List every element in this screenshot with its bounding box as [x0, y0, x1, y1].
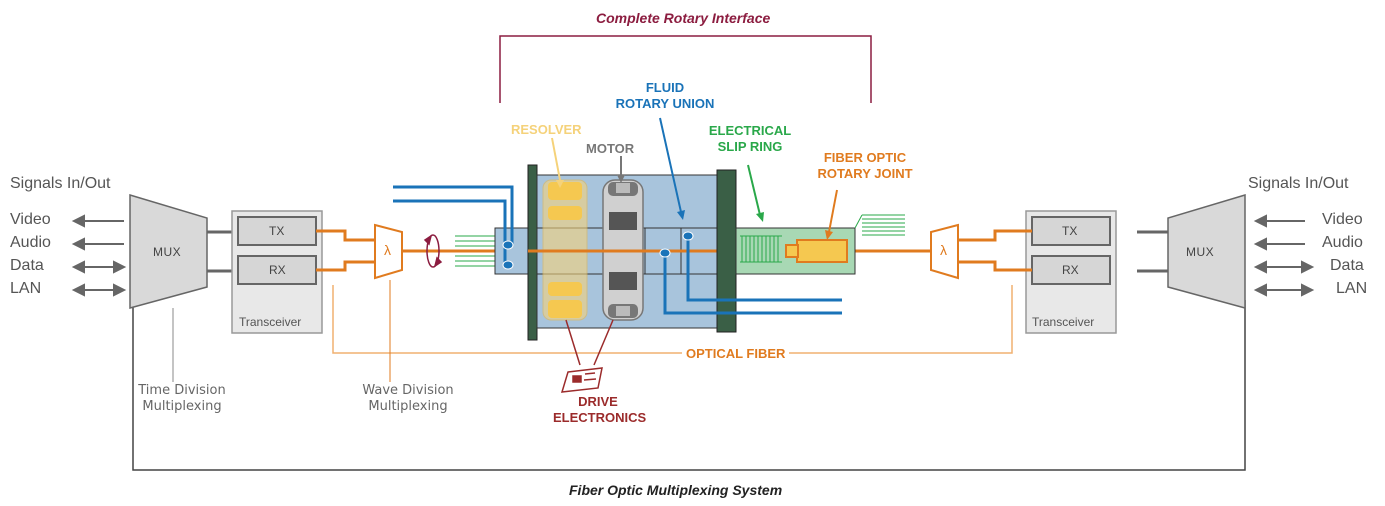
fiber-joint-body	[796, 239, 848, 263]
system-bracket	[132, 300, 1246, 471]
mux-right	[1167, 193, 1246, 309]
slip-wires-right	[854, 214, 905, 236]
wdm-left	[374, 223, 403, 280]
rx-label-right: RX	[1062, 263, 1079, 277]
wdm-symbol-right: λ	[940, 242, 947, 258]
mux-label-right: MUX	[1186, 245, 1215, 259]
signal-lan-right: LAN	[1336, 280, 1368, 297]
mux-label-left: MUX	[153, 245, 182, 259]
right-flange	[716, 169, 737, 333]
signal-arrows-left	[71, 214, 127, 297]
top-title: Complete Rotary Interface	[596, 10, 771, 26]
signals-title-left: Signals In/Out	[10, 175, 111, 192]
optical-fiber-line	[332, 285, 1013, 354]
rx-label-left: RX	[269, 263, 286, 277]
signal-video-left: Video	[10, 211, 51, 228]
signal-data-right: Data	[1330, 257, 1364, 274]
signal-video-right: Video	[1322, 211, 1363, 228]
bottom-title: Fiber Optic Multiplexing System	[569, 482, 783, 498]
signal-arrows-right	[1253, 214, 1315, 297]
wdm-symbol-left: λ	[384, 242, 391, 258]
tx-box-right	[1031, 216, 1111, 246]
fiber-right-links	[958, 229, 1032, 272]
wdm-right	[930, 223, 959, 280]
rotary-interface-bracket	[499, 35, 872, 103]
tx-label-left: TX	[269, 224, 285, 238]
signal-lan-left: LAN	[10, 280, 42, 297]
mux-left	[129, 193, 208, 309]
motor-label: MOTOR	[586, 141, 635, 156]
fiber-left-links	[316, 229, 375, 272]
signals-title-right: Signals In/Out	[1248, 175, 1349, 192]
tx-label-right: TX	[1062, 224, 1078, 238]
signal-audio-right: Audio	[1322, 234, 1363, 251]
rotation-icon	[423, 234, 443, 268]
transceiver-label-left: Transceiver	[239, 315, 302, 329]
signal-data-left: Data	[10, 257, 44, 274]
optical-fiber-label: OPTICAL FIBER	[682, 346, 790, 362]
transceiver-label-right: Transceiver	[1032, 315, 1095, 329]
signal-audio-left: Audio	[10, 234, 51, 251]
slip-ring-wires	[740, 235, 782, 263]
resolver-label: RESOLVER	[511, 122, 582, 137]
slip-wires-left	[455, 235, 495, 267]
drive-electronics-icon	[560, 367, 603, 393]
